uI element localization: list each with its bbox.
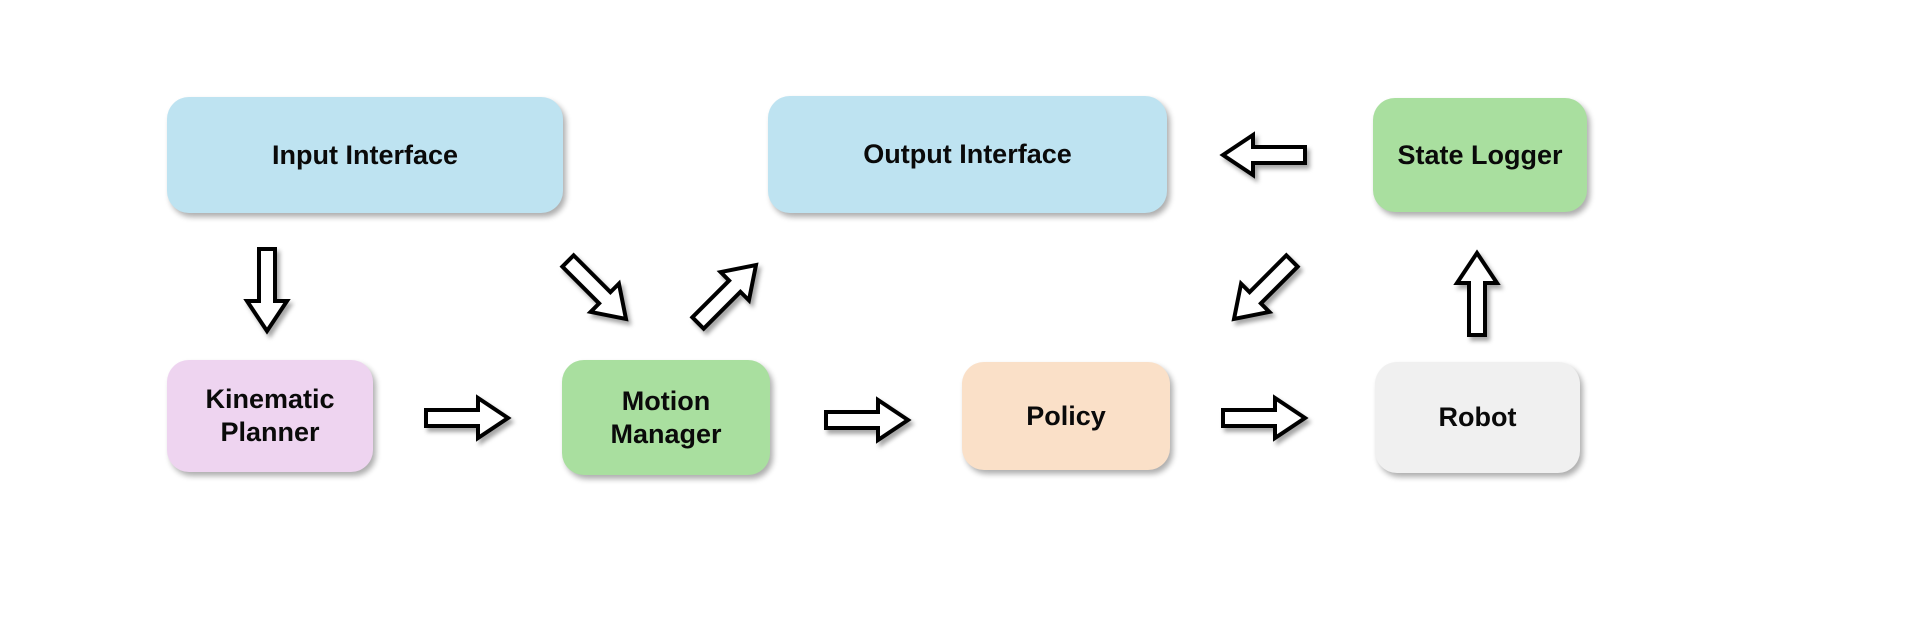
arrow-input-to-motion-diagonal-icon [554, 252, 640, 322]
node-policy-label: Policy [1026, 400, 1106, 431]
arrow-statelogger-to-policy-diagonal-icon [1220, 252, 1306, 322]
node-robot-label: Robot [1438, 402, 1517, 433]
node-policy: Policy [962, 362, 1170, 470]
arrow-input-to-kinematic-down-icon [243, 247, 291, 335]
node-output-interface: Output Interface [768, 96, 1167, 213]
node-kinematic-planner-label: Kinematic Planner [205, 384, 335, 447]
node-kinematic-planner: Kinematic Planner [167, 360, 373, 472]
arrow-robot-to-statelogger-up-icon [1453, 249, 1501, 337]
node-motion-manager-label: Motion Manager [610, 385, 722, 449]
arrow-statelogger-to-output-left-icon [1219, 131, 1307, 179]
arrow-kinematic-to-motion-right-icon [424, 394, 512, 442]
node-state-logger: State Logger [1373, 98, 1587, 212]
arrow-policy-to-robot-right-icon [1221, 394, 1309, 442]
node-motion-manager: Motion Manager [562, 360, 770, 475]
node-input-interface: Input Interface [167, 97, 563, 213]
node-output-interface-label: Output Interface [863, 139, 1072, 170]
arrow-motion-to-output-diagonal-icon [684, 262, 770, 332]
arrow-motion-to-policy-right-icon [824, 396, 912, 444]
node-input-interface-label: Input Interface [271, 139, 459, 170]
node-state-logger-label: State Logger [1397, 139, 1563, 170]
node-robot: Robot [1375, 362, 1580, 473]
